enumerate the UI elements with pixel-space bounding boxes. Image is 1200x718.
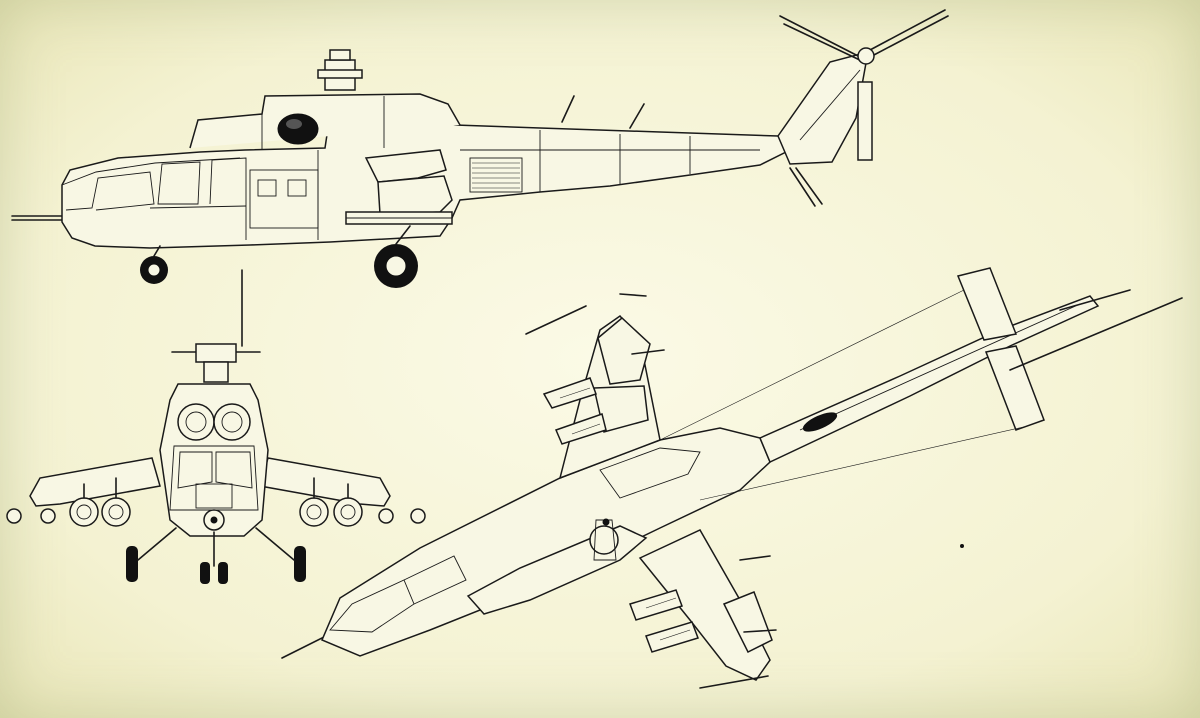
exhaust-grille [469,157,523,193]
side-view [11,9,949,288]
front-view [6,269,426,584]
top-view [281,267,1183,689]
